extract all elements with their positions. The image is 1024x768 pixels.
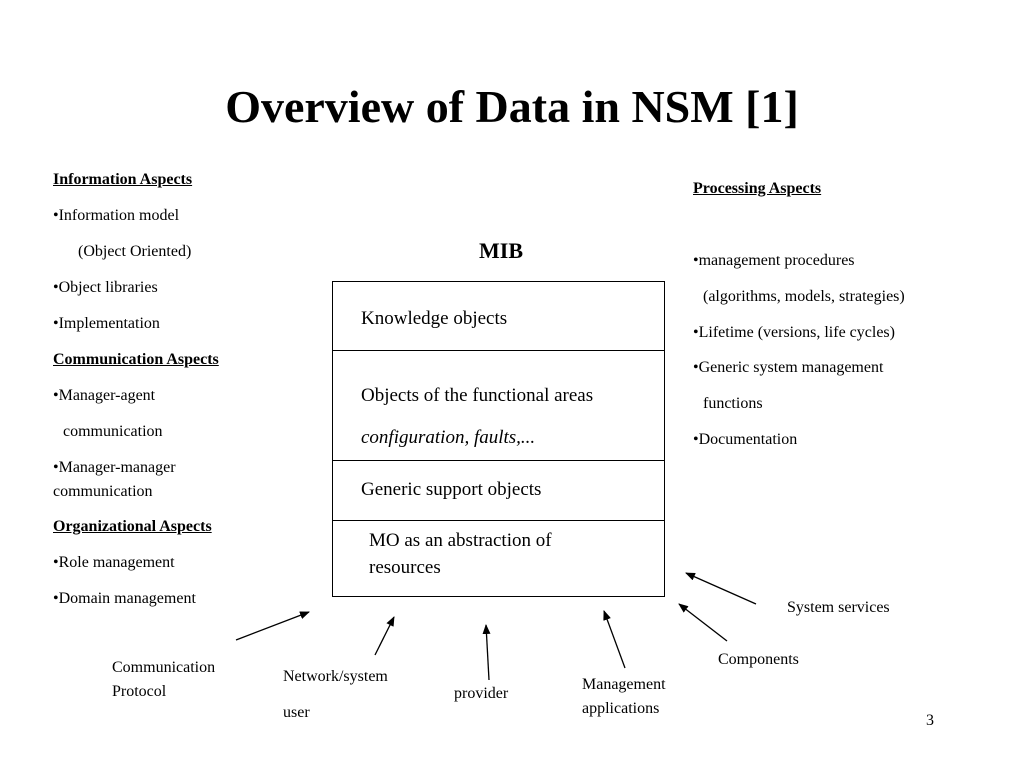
mib-divider-1	[333, 350, 664, 351]
information-model-item: •Information model	[53, 207, 180, 224]
page-number: 3	[926, 712, 934, 729]
network-user-label: Network/system	[283, 668, 388, 685]
management-applications-label: Management	[582, 676, 666, 693]
mo-abstraction-layer: MO as an abstraction of	[369, 530, 552, 551]
implementation-item: •Implementation	[53, 315, 160, 332]
system-services-arrow	[685, 572, 757, 605]
object-libraries-item: •Object libraries	[53, 279, 158, 296]
manager-agent-item: •Manager-agent	[53, 387, 156, 404]
management-applications-label-2: applications	[582, 700, 660, 717]
documentation-item: •Documentation	[693, 431, 798, 448]
management-procedures-item: •management procedures	[693, 252, 855, 269]
system-services-label: System services	[787, 599, 890, 616]
lifetime-item: •Lifetime (versions, life cycles)	[693, 324, 895, 341]
domain-management-item: •Domain management	[53, 590, 196, 607]
role-management-item: •Role management	[53, 554, 175, 571]
components-arrow	[678, 603, 728, 642]
components-label: Components	[718, 651, 799, 668]
manager-agent-communication: communication	[63, 423, 163, 440]
manager-manager-communication: communication	[53, 483, 153, 500]
processing-aspects-heading: Processing Aspects	[693, 180, 822, 197]
information-aspects-heading: Information Aspects	[53, 171, 193, 188]
generic-system-management-item: •Generic system management	[693, 359, 884, 376]
mib-divider-2	[333, 460, 664, 461]
slide-title: Overview of Data in NSM [1]	[225, 81, 799, 132]
functional-areas-examples: configuration, faults,...	[361, 427, 536, 448]
algorithms-models-item: (algorithms, models, strategies)	[703, 288, 905, 305]
mo-abstraction-resources: resources	[369, 557, 441, 578]
communication-protocol-label-2: Protocol	[112, 683, 167, 700]
communication-protocol-label: Communication	[112, 659, 216, 676]
knowledge-objects-layer: Knowledge objects	[361, 308, 508, 329]
network-user-label-2: user	[283, 704, 310, 721]
organizational-aspects-heading: Organizational Aspects	[53, 518, 212, 535]
functional-areas-layer: Objects of the functional areas	[361, 385, 594, 406]
network-user-arrow	[374, 616, 395, 656]
communication-aspects-heading: Communication Aspects	[53, 351, 219, 368]
mib-label: MIB	[479, 238, 523, 263]
mib-divider-3	[333, 520, 664, 521]
provider-arrow	[482, 624, 491, 681]
management-applications-arrow	[603, 610, 626, 669]
generic-support-objects-layer: Generic support objects	[361, 479, 542, 500]
manager-manager-item: •Manager-manager	[53, 459, 176, 476]
provider-label: provider	[454, 685, 509, 702]
communication-protocol-arrow	[235, 611, 310, 641]
generic-system-functions: functions	[703, 395, 763, 412]
object-oriented-item: (Object Oriented)	[78, 243, 192, 260]
mib-box	[332, 281, 665, 597]
